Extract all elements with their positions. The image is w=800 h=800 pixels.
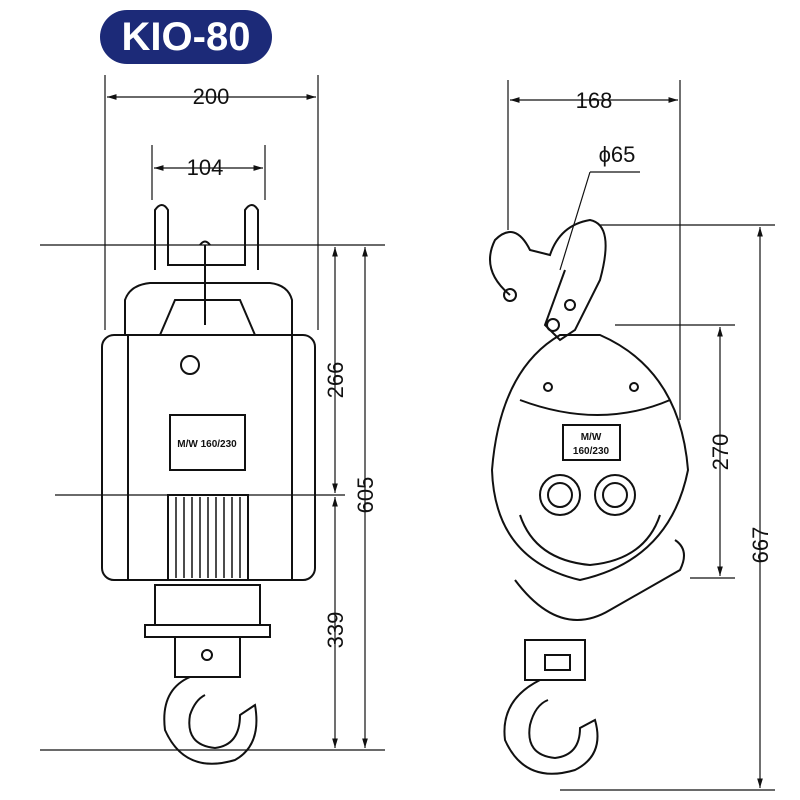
dim-depth: 168 xyxy=(576,88,613,113)
front-plate-label: M/W 160/230 xyxy=(177,439,237,450)
front-view xyxy=(40,75,385,765)
dim-body-height: 270 xyxy=(708,434,733,471)
dim-upper-height: 266 xyxy=(323,362,348,399)
side-plate-line2: 160/230 xyxy=(573,446,610,457)
dim-side-total-height: 667 xyxy=(748,527,773,564)
model-title-badge: KIO-80 xyxy=(100,10,272,64)
dim-lower-height: 339 xyxy=(323,612,348,649)
dim-total-height: 605 xyxy=(353,477,378,514)
side-plate-line1: M/W xyxy=(581,432,602,443)
dim-width-hook: 104 xyxy=(187,155,224,180)
dim-hook-diameter: ϕ65 xyxy=(599,142,636,167)
side-view xyxy=(489,80,775,791)
dim-width-total: 200 xyxy=(193,84,230,109)
